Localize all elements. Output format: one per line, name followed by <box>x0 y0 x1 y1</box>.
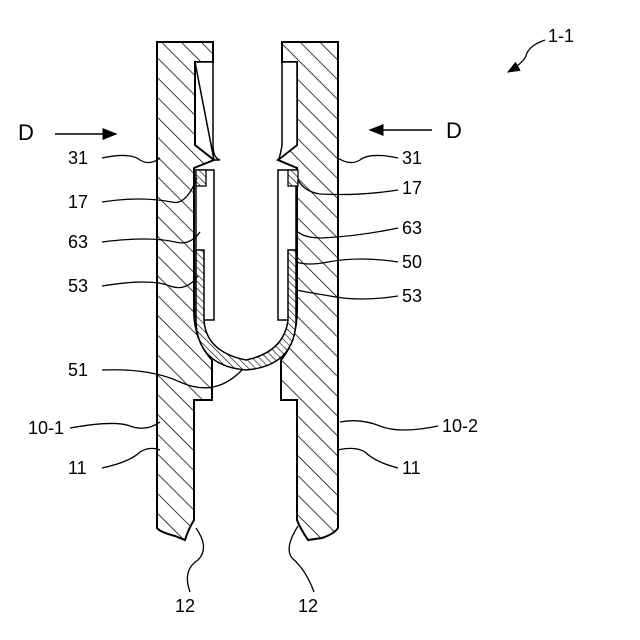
leader-right-31 <box>338 155 398 162</box>
label-left-51: 51 <box>68 360 88 380</box>
label-right-10: 10-2 <box>442 416 478 436</box>
right-slot <box>278 62 297 160</box>
leader-right-11 <box>338 448 398 468</box>
label-left-31: 31 <box>68 148 88 168</box>
leader-left-31 <box>102 155 160 162</box>
label-right-50: 50 <box>402 252 422 272</box>
label-d-right: D <box>446 118 462 143</box>
label-right-31: 31 <box>402 148 422 168</box>
label-left-17: 17 <box>68 192 88 212</box>
label-left-63: 63 <box>68 232 88 252</box>
label-left-10: 10-1 <box>28 418 64 438</box>
right-tab-17 <box>288 170 298 186</box>
label-left-12: 12 <box>175 596 195 616</box>
label-1-1: 1-1 <box>548 26 574 46</box>
left-slot <box>195 62 220 160</box>
label-right-11: 11 <box>402 458 421 478</box>
label-right-17: 17 <box>402 178 422 198</box>
label-left-53: 53 <box>68 276 88 296</box>
label-right-12: 12 <box>298 596 318 616</box>
label-right-53: 53 <box>402 286 422 306</box>
ref-leader <box>508 40 545 72</box>
left-tab-17 <box>196 170 206 186</box>
label-left-11: 11 <box>68 458 87 478</box>
label-right-63: 63 <box>402 218 422 238</box>
label-d-left: D <box>18 120 34 145</box>
leader-left-11 <box>102 448 160 468</box>
leader-right-10 <box>340 421 438 430</box>
leader-left-10 <box>70 422 160 428</box>
leader-left-12 <box>187 528 203 592</box>
